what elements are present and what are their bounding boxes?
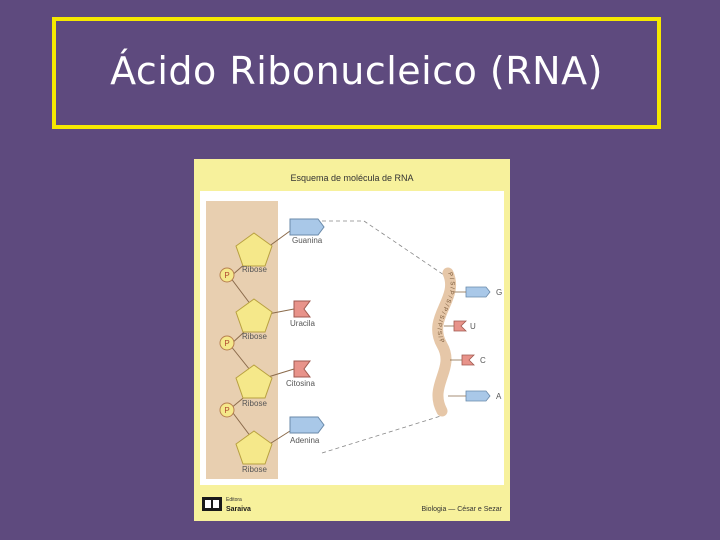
cytosine-base xyxy=(293,360,311,378)
strand-base-u xyxy=(453,320,467,332)
publisher-label: Editora xyxy=(226,497,242,503)
strand-letter-g: G xyxy=(496,288,502,297)
base-label-guanine: Guanina xyxy=(292,236,323,245)
strand-base-c xyxy=(461,354,475,366)
base-label-adenine: Adenina xyxy=(290,436,320,445)
strand-letter-u: U xyxy=(470,322,476,331)
strand-letter-a: A xyxy=(496,392,502,401)
ribose-sugar xyxy=(235,364,273,399)
ribose-sugar xyxy=(235,232,273,267)
ribose-label: Ribose xyxy=(242,399,267,408)
phosphate-label: P xyxy=(224,339,229,348)
ribose-label: Ribose xyxy=(242,265,267,274)
phosphate-label: P xyxy=(224,271,229,280)
strand-base-g xyxy=(465,286,491,298)
guanine-base xyxy=(289,218,325,236)
rna-figure: Esquema de molécula de RNA xyxy=(194,159,510,521)
publisher-logo xyxy=(202,497,222,511)
strand-letter-c: C xyxy=(480,356,486,365)
uracil-base xyxy=(293,300,311,318)
ribose-label: Ribose xyxy=(242,465,267,474)
publisher-name: Saraiva xyxy=(226,506,251,513)
ribose-label: Ribose xyxy=(242,332,267,341)
diagram-heading: Esquema de molécula de RNA xyxy=(290,173,413,183)
adenine-base xyxy=(289,416,325,434)
phosphate-group xyxy=(219,267,235,418)
rna-strand xyxy=(432,267,456,417)
projection-lines xyxy=(321,220,445,454)
slide-title: Ácido Ribonucleico (RNA) xyxy=(110,49,603,93)
ribose-sugar xyxy=(235,430,273,465)
rna-diagram: Esquema de molécula de RNA xyxy=(200,173,504,513)
base-label-cytosine: Citosina xyxy=(286,379,315,388)
base-label-uracil: Uracila xyxy=(290,319,315,328)
book-credit: Biologia — César e Sezar xyxy=(421,506,502,513)
title-frame: Ácido Ribonucleico (RNA) xyxy=(52,17,661,129)
ribose-sugar xyxy=(235,298,273,333)
strand-base-a xyxy=(465,390,491,402)
phosphate-label: P xyxy=(224,406,229,415)
